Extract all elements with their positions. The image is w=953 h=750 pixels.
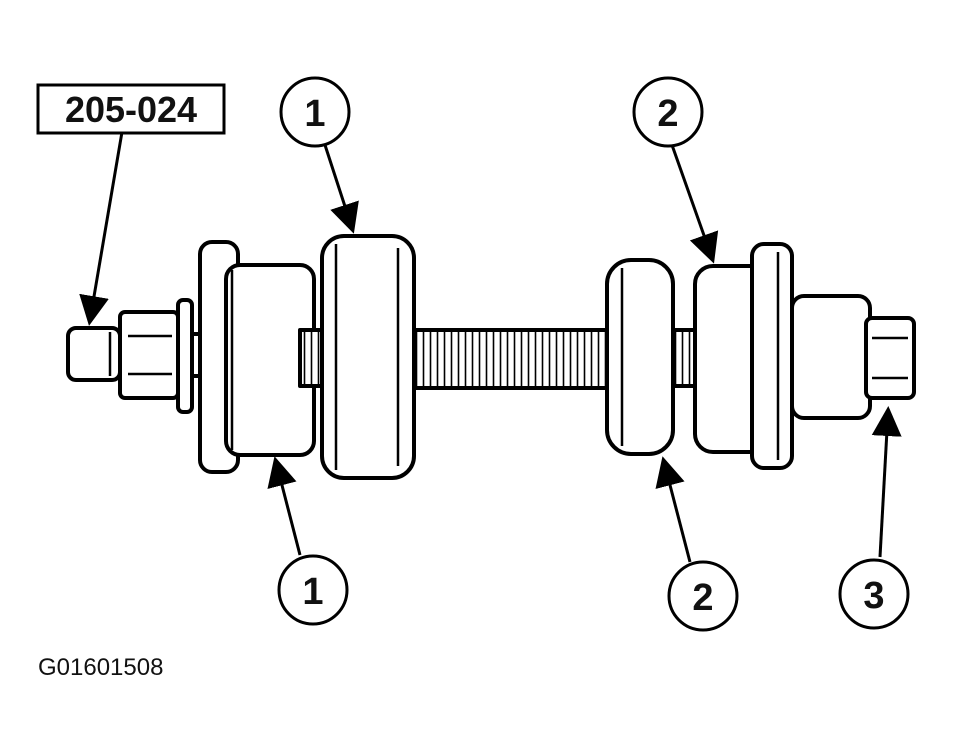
tool-number-text: 205-024 bbox=[65, 89, 197, 130]
arrow-2-bottom bbox=[655, 456, 692, 563]
callout-1-top: 1 bbox=[279, 76, 351, 148]
arrow-tool-number bbox=[79, 131, 124, 326]
figure-id: G01601508 bbox=[38, 654, 163, 681]
receiver-cup-right bbox=[693, 242, 794, 470]
spacer-disc-right bbox=[605, 258, 675, 456]
forcing-screw-end bbox=[66, 326, 122, 382]
arrow-1-bottom bbox=[267, 456, 302, 556]
receiver-cup-left bbox=[198, 240, 316, 474]
callout-2-bottom-text: 2 bbox=[692, 577, 713, 619]
threaded-rod bbox=[396, 328, 622, 390]
callout-3: 3 bbox=[838, 558, 910, 630]
callout-1-bottom-text: 1 bbox=[302, 571, 323, 613]
hex-nut-right bbox=[864, 316, 916, 400]
callout-1-bottom: 1 bbox=[277, 554, 349, 626]
collar-right bbox=[790, 294, 872, 420]
hex-nut-left bbox=[118, 298, 194, 414]
arrow-1-top bbox=[323, 144, 359, 234]
callout-2-top: 2 bbox=[632, 76, 704, 148]
callout-1-top-text: 1 bbox=[304, 93, 325, 135]
spacer-disc-left bbox=[320, 234, 416, 480]
callout-2-bottom: 2 bbox=[667, 560, 739, 632]
callout-2-top-text: 2 bbox=[657, 93, 678, 135]
arrow-3 bbox=[871, 406, 902, 558]
tool-number-label: 205-024 bbox=[36, 83, 226, 135]
callout-3-text: 3 bbox=[863, 575, 884, 617]
leader-arrows bbox=[79, 131, 902, 563]
arrow-2-top bbox=[670, 144, 719, 264]
